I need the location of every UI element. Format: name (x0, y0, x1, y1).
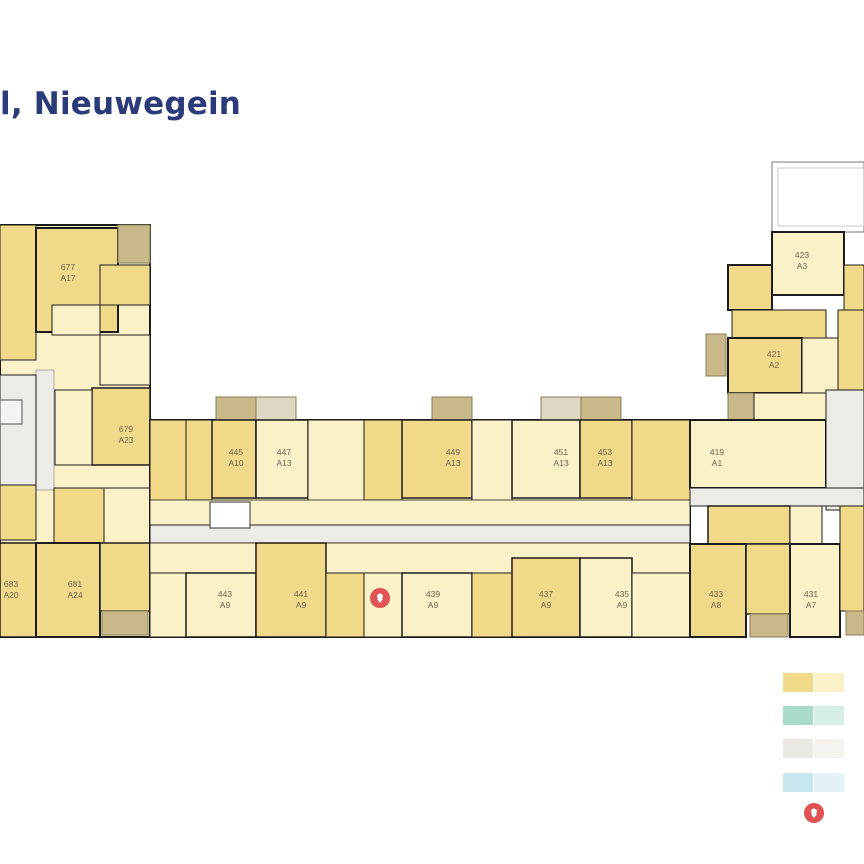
svg-text:A13: A13 (597, 458, 612, 468)
legend-location-pin-icon (804, 803, 824, 823)
svg-text:679: 679 (119, 424, 133, 434)
legend-swatch-b (814, 739, 844, 758)
svg-text:447: 447 (277, 447, 291, 457)
svg-text:A24: A24 (67, 590, 82, 600)
middle-wing (149, 396, 691, 638)
svg-text:A1: A1 (712, 458, 723, 468)
svg-text:449: 449 (446, 447, 460, 457)
svg-text:A13: A13 (445, 458, 460, 468)
svg-text:A9: A9 (541, 600, 552, 610)
svg-text:A13: A13 (276, 458, 291, 468)
svg-text:433: 433 (709, 589, 723, 599)
legend-swatch-b (814, 706, 844, 725)
legend-swatch-a (783, 773, 813, 792)
svg-text:681: 681 (68, 579, 82, 589)
svg-text:435: 435 (615, 589, 629, 599)
page-title: l, Nieuwegein (0, 86, 242, 122)
svg-text:A13: A13 (553, 458, 568, 468)
svg-text:A3: A3 (797, 261, 808, 271)
svg-text:431: 431 (804, 589, 818, 599)
svg-text:A10: A10 (228, 458, 243, 468)
legend-swatch-a (783, 739, 813, 758)
svg-text:A20: A20 (3, 590, 18, 600)
svg-text:453: 453 (598, 447, 612, 457)
svg-text:423: 423 (795, 250, 809, 260)
svg-text:437: 437 (539, 589, 553, 599)
legend-swatch-a (783, 673, 813, 692)
svg-text:445: 445 (229, 447, 243, 457)
svg-text:683: 683 (4, 579, 18, 589)
svg-text:A9: A9 (220, 600, 231, 610)
svg-text:A9: A9 (428, 600, 439, 610)
svg-text:451: 451 (554, 447, 568, 457)
legend-swatch-b (814, 773, 844, 792)
svg-text:A8: A8 (711, 600, 722, 610)
svg-text:421: 421 (767, 349, 781, 359)
left-wing (0, 224, 151, 638)
svg-text:677: 677 (61, 262, 75, 272)
location-pin-icon[interactable] (370, 588, 390, 608)
legend-swatch-a (783, 706, 813, 725)
svg-text:A23: A23 (118, 435, 133, 445)
legend-swatch-b (814, 673, 844, 692)
svg-text:A9: A9 (296, 600, 307, 610)
svg-text:A17: A17 (60, 273, 75, 283)
svg-text:439: 439 (426, 589, 440, 599)
svg-text:443: 443 (218, 589, 232, 599)
svg-text:A7: A7 (806, 600, 817, 610)
svg-text:A9: A9 (617, 600, 628, 610)
svg-text:A2: A2 (769, 360, 780, 370)
svg-text:419: 419 (710, 447, 724, 457)
svg-text:441: 441 (294, 589, 308, 599)
right-wing (689, 161, 864, 638)
